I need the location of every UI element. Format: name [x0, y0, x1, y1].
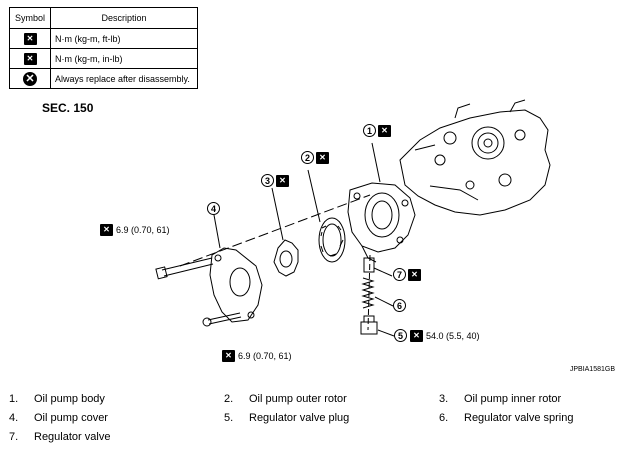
callout-4: 4 — [207, 202, 220, 215]
regulator-spring-drawing — [361, 277, 375, 309]
callout-6: 6 — [393, 299, 406, 312]
figure-id: JPBIA1581GB — [569, 366, 615, 373]
part-item-3: 3.Oil pump inner rotor — [439, 393, 562, 405]
section-label: SEC. 150 — [42, 101, 94, 115]
replace-icon: ✕ — [276, 174, 289, 187]
callout-3: 3 ✕ — [261, 174, 289, 187]
upper-bolt-drawing — [155, 257, 214, 280]
torque-plug-value: 54.0 (5.5, 40) — [426, 330, 480, 341]
legend-row-3-description: Always replace after disassembly. — [50, 68, 198, 89]
replace-icon: ✕ — [316, 151, 329, 164]
engine-block-drawing — [399, 99, 551, 216]
replace-icon: ✕ — [378, 124, 391, 137]
regulator-valve-drawing — [363, 257, 375, 273]
part-item-6: 6.Regulator valve spring — [439, 412, 574, 424]
torque-wrench-small-icon: ✕ — [222, 350, 235, 362]
part-item-5: 5.Regulator valve plug — [224, 412, 350, 424]
symbol-legend-table: Symbol Description ✕ N·m (kg-m, ft-lb) ✕… — [9, 7, 198, 89]
callout-2: 2 ✕ — [301, 151, 329, 164]
callout-5: 5 ✕ 54.0 (5.5, 40) — [394, 329, 480, 342]
torque-upper-bolt-value: 6.9 (0.70, 61) — [116, 225, 170, 235]
replace-x-icon: ✕ — [23, 71, 37, 86]
lower-bolt-drawing — [202, 312, 242, 327]
torque-upper-bolt: ✕ 6.9 (0.70, 61) — [100, 224, 170, 236]
torque-lower-bolt-value: 6.9 (0.70, 61) — [238, 351, 292, 361]
oil-pump-body-drawing — [347, 182, 416, 263]
part-item-7: 7.Regulator valve — [9, 431, 111, 443]
torque-wrench-icon: ✕ — [23, 32, 37, 45]
torque-wrench-small-icon: ✕ — [100, 224, 113, 236]
torque-wrench-icon: ✕ — [410, 329, 423, 342]
part-item-2: 2.Oil pump outer rotor — [224, 393, 347, 405]
callout-7: 7 ✕ — [393, 268, 421, 281]
torque-wrench-small-icon: ✕ — [23, 52, 37, 65]
outer-rotor-drawing — [318, 217, 346, 263]
oil-pump-cover-drawing — [209, 247, 263, 323]
callout-1: 1 ✕ — [363, 124, 391, 137]
part-item-1: 1.Oil pump body — [9, 393, 105, 405]
replace-icon: ✕ — [408, 268, 421, 281]
regulator-plug-drawing — [360, 315, 378, 335]
torque-lower-bolt: ✕ 6.9 (0.70, 61) — [222, 350, 292, 362]
inner-rotor-drawing — [273, 239, 299, 277]
part-item-4: 4.Oil pump cover — [9, 412, 108, 424]
parts-list: 1.Oil pump body 2.Oil pump outer rotor 3… — [9, 393, 619, 450]
